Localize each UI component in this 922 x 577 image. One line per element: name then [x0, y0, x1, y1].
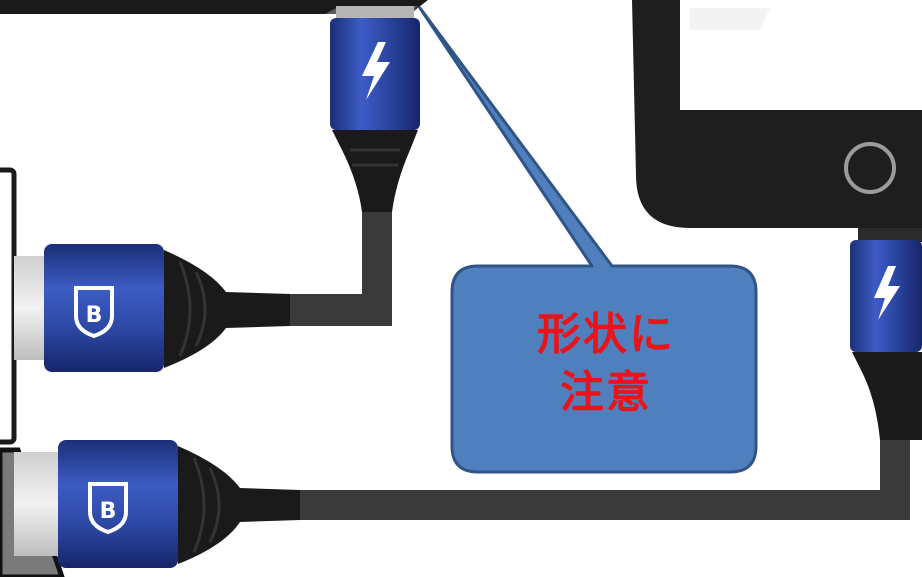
- callout-text: 形状に 注意: [456, 306, 756, 422]
- callout-bubble: [418, 6, 758, 474]
- lightning-bolt-icon: [874, 266, 900, 320]
- svg-text:B: B: [86, 303, 103, 328]
- callout-line-2: 注意: [560, 367, 652, 418]
- phone: [632, 0, 922, 228]
- right-lightning-connector: [850, 228, 922, 440]
- home-button-icon: [844, 142, 896, 194]
- svg-text:B: B: [100, 499, 117, 524]
- top-lightning-connector: [330, 6, 420, 212]
- lightning-bolt-icon: [362, 42, 390, 100]
- shield-b-logo-icon: B: [88, 482, 128, 535]
- cables: [270, 210, 910, 520]
- callout-line-1: 形状に: [537, 309, 675, 360]
- left-usb-connector-upper: B: [14, 244, 290, 372]
- shield-b-logo-icon: B: [74, 286, 114, 339]
- left-usb-connector-lower: B: [14, 440, 300, 568]
